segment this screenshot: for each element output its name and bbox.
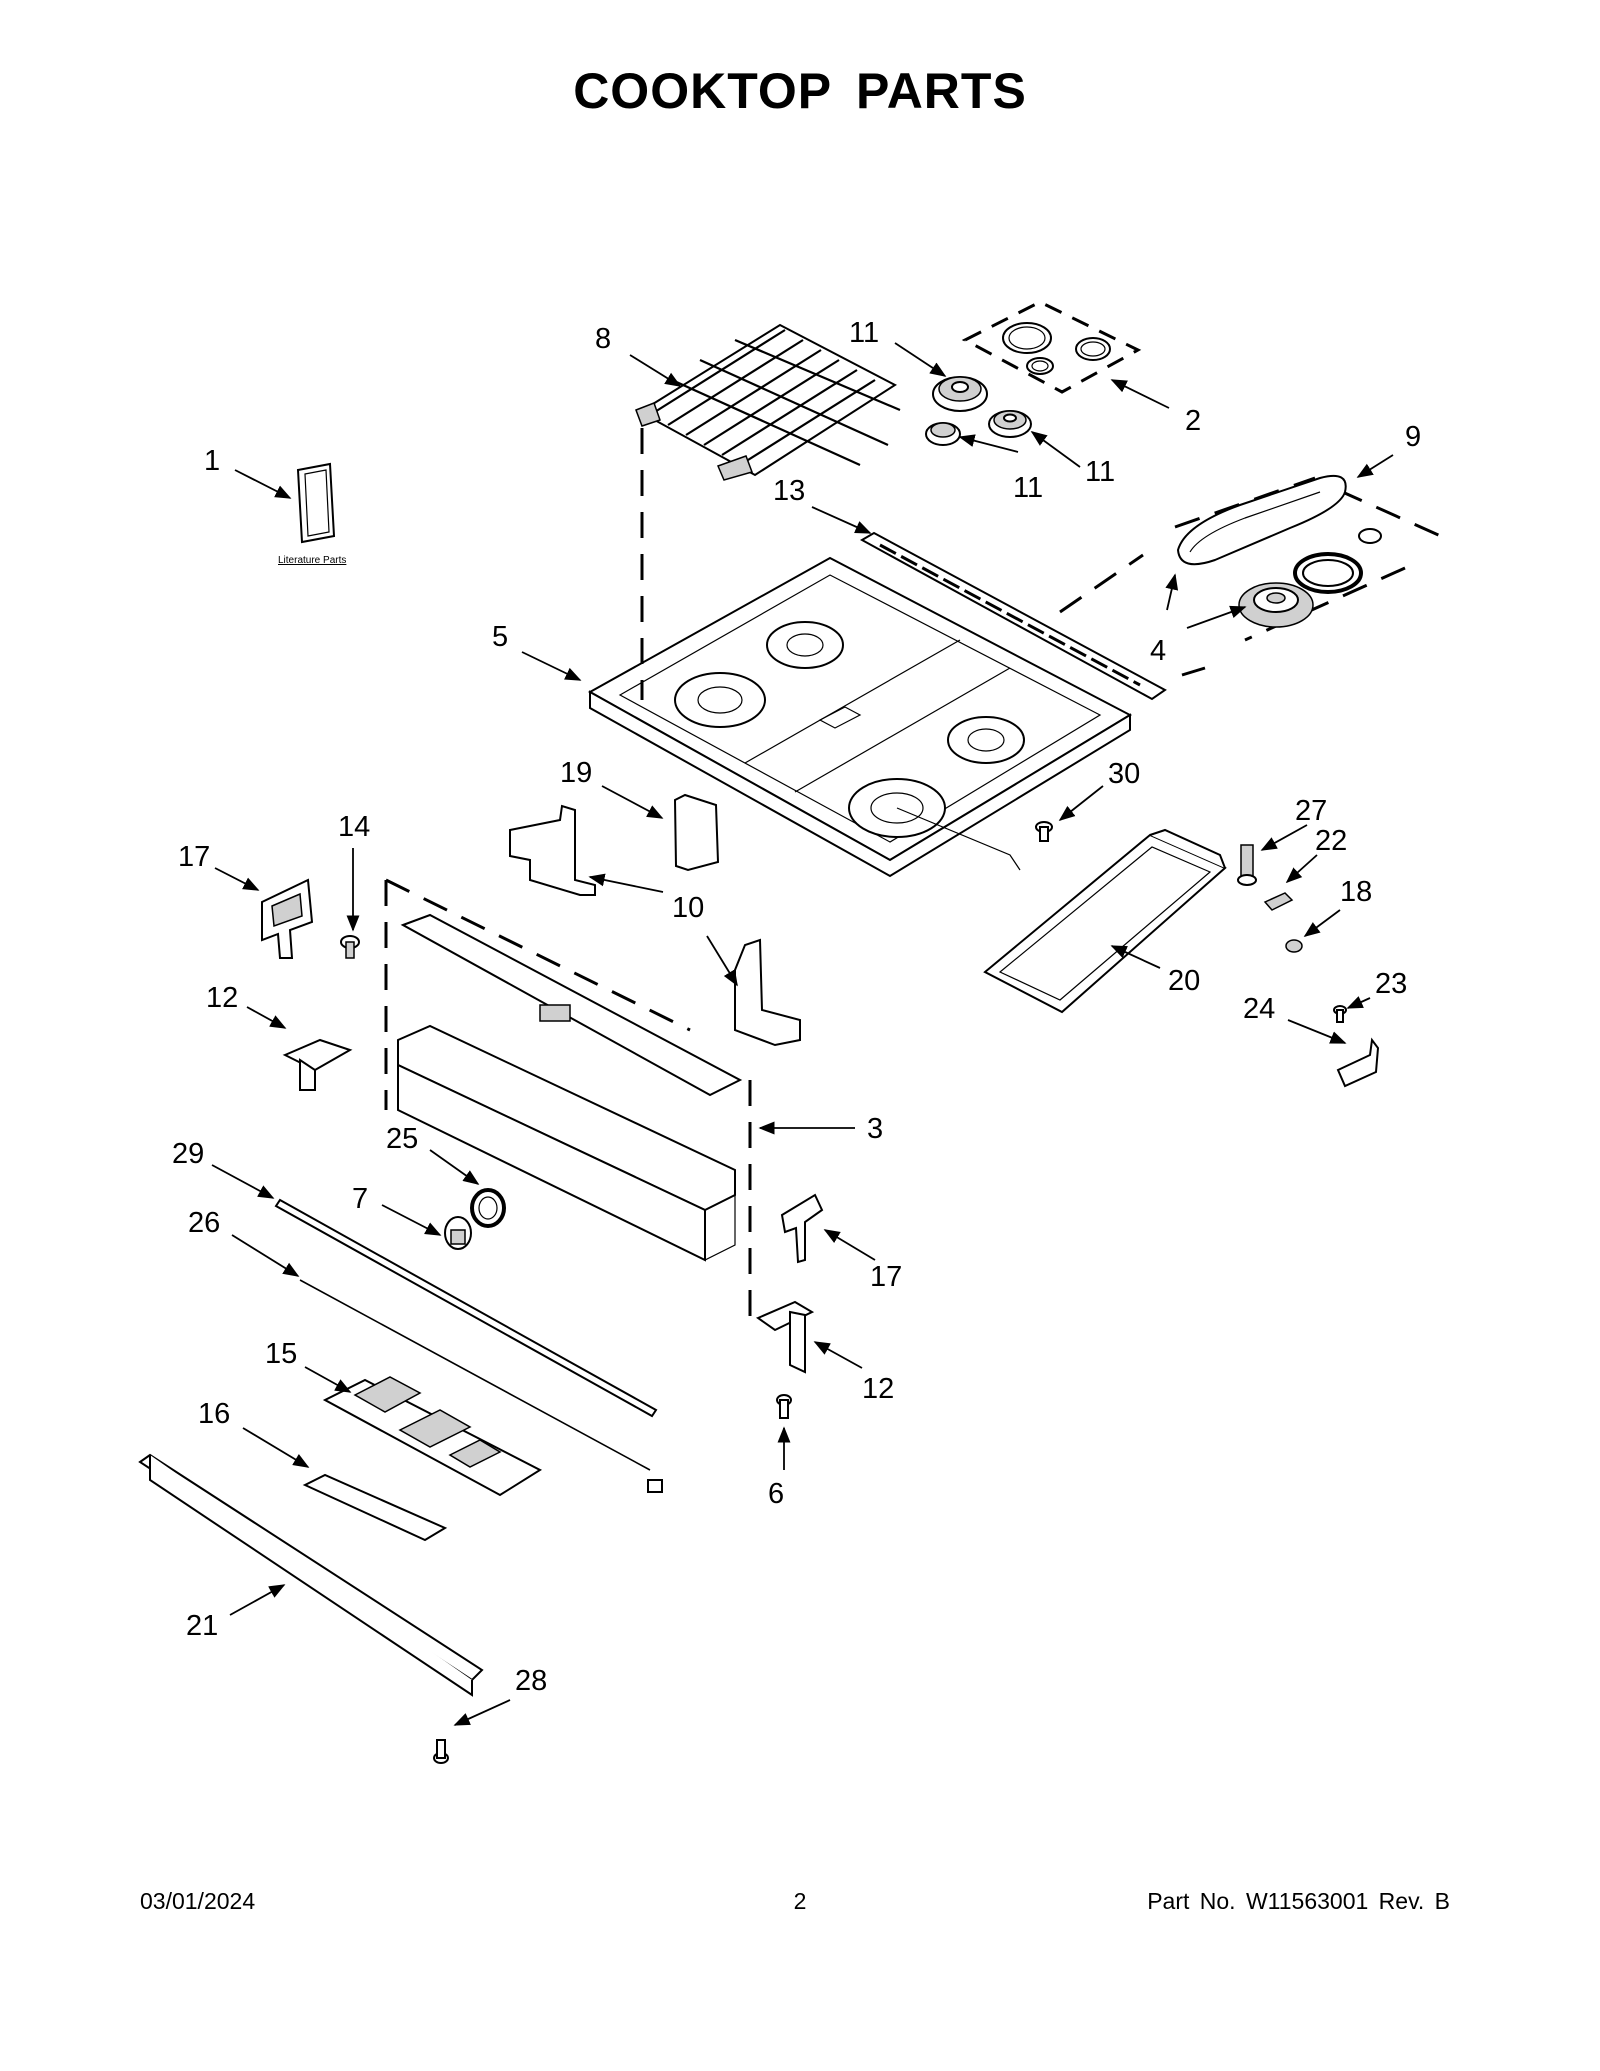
callout-leaders bbox=[211, 342, 1394, 1726]
cooktop-pan bbox=[587, 556, 1133, 878]
burner-cap-set bbox=[961, 300, 1142, 394]
footer-part-number: Part No. W11563001 Rev. B bbox=[1147, 1888, 1450, 1914]
callout-16: 16 bbox=[198, 1398, 230, 1430]
callout-11-right: 11 bbox=[1085, 456, 1115, 488]
griddle-plate bbox=[983, 828, 1227, 1014]
board-shield bbox=[302, 1473, 448, 1542]
callout-12-left: 12 bbox=[206, 982, 238, 1014]
callout-23: 23 bbox=[1375, 968, 1407, 1000]
callout-19: 19 bbox=[560, 757, 592, 789]
callout-17-left: 17 bbox=[178, 841, 210, 873]
callout-4: 4 bbox=[1150, 635, 1166, 667]
callout-24: 24 bbox=[1243, 993, 1275, 1025]
callout-2: 2 bbox=[1185, 405, 1201, 437]
callout-10: 10 bbox=[672, 892, 704, 924]
callout-11-bottom: 11 bbox=[1013, 472, 1043, 504]
bracket-screw-set bbox=[1333, 1005, 1380, 1088]
callout-9: 9 bbox=[1405, 421, 1421, 453]
igniter-components bbox=[1237, 844, 1303, 953]
pan-screw bbox=[1035, 821, 1053, 842]
callout-8: 8 bbox=[595, 323, 611, 355]
lower-front-trim bbox=[138, 1453, 484, 1697]
callout-3: 3 bbox=[867, 1113, 883, 1145]
rear-trim bbox=[859, 531, 1167, 701]
callout-12-right: 12 bbox=[862, 1373, 894, 1405]
callout-28: 28 bbox=[515, 1665, 547, 1697]
callout-29: 29 bbox=[172, 1138, 204, 1170]
callout-6: 6 bbox=[768, 1478, 784, 1510]
footer-page-number: 2 bbox=[793, 1888, 807, 1914]
callout-18: 18 bbox=[1340, 876, 1372, 908]
burner-grate bbox=[635, 323, 901, 481]
callout-20: 20 bbox=[1168, 965, 1200, 997]
side-brackets bbox=[509, 793, 801, 1047]
callout-5: 5 bbox=[492, 621, 508, 653]
callout-22: 22 bbox=[1315, 825, 1347, 857]
right-side-mount bbox=[755, 1300, 815, 1419]
callout-27: 27 bbox=[1295, 795, 1327, 827]
trim-screw bbox=[433, 1739, 449, 1764]
callout-13: 13 bbox=[773, 475, 805, 507]
wire-harness-and-rod bbox=[274, 1198, 663, 1493]
right-side-cover bbox=[780, 1193, 824, 1264]
knob-and-bezel bbox=[444, 1188, 506, 1250]
callout-labels: 1 2 3 4 5 6 7 8 9 10 11 11 11 12 12 13 1… bbox=[172, 317, 1421, 1697]
callout-17-right: 17 bbox=[870, 1261, 902, 1293]
callout-21: 21 bbox=[186, 1610, 218, 1642]
callout-1: 1 bbox=[204, 445, 220, 477]
callout-30: 30 bbox=[1108, 758, 1140, 790]
large-burner-group bbox=[1059, 474, 1446, 677]
callout-14: 14 bbox=[338, 811, 370, 843]
page-title: COOKTOP PARTS bbox=[573, 63, 1027, 119]
callout-25: 25 bbox=[386, 1123, 418, 1155]
callout-11-top: 11 bbox=[849, 317, 879, 349]
footer-date: 03/01/2024 bbox=[140, 1888, 256, 1914]
literature-booklet: Literature Parts bbox=[278, 462, 346, 566]
callout-15: 15 bbox=[265, 1338, 297, 1370]
callout-7: 7 bbox=[352, 1183, 368, 1215]
control-panel bbox=[384, 878, 752, 1320]
literature-label: Literature Parts bbox=[278, 555, 346, 566]
burner-heads bbox=[925, 376, 1032, 446]
callout-26: 26 bbox=[188, 1207, 220, 1239]
left-side-mounts bbox=[261, 878, 360, 1091]
control-board bbox=[322, 1376, 543, 1497]
